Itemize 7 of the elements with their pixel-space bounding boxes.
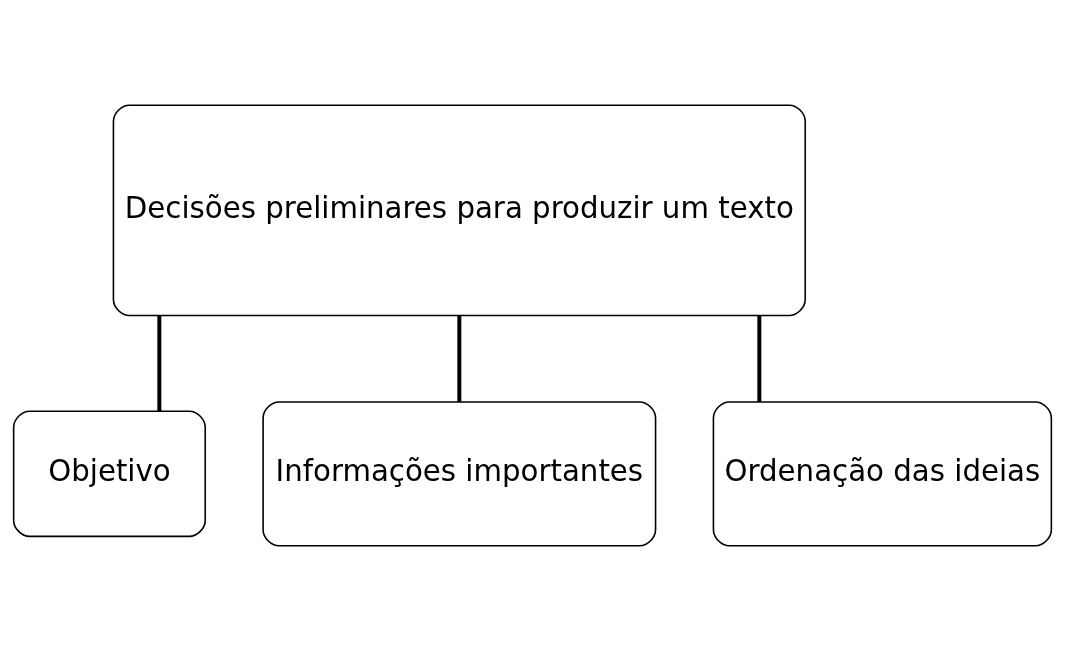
node-box: Decisões preliminares para produzir um texto <box>112 104 807 316</box>
connector <box>757 315 762 402</box>
node-box: Informações importantes <box>262 400 657 546</box>
node-box: Objetivo <box>12 410 207 537</box>
connector <box>457 315 462 402</box>
node-box: Ordenação das ideias <box>712 400 1053 546</box>
connector <box>157 315 162 411</box>
